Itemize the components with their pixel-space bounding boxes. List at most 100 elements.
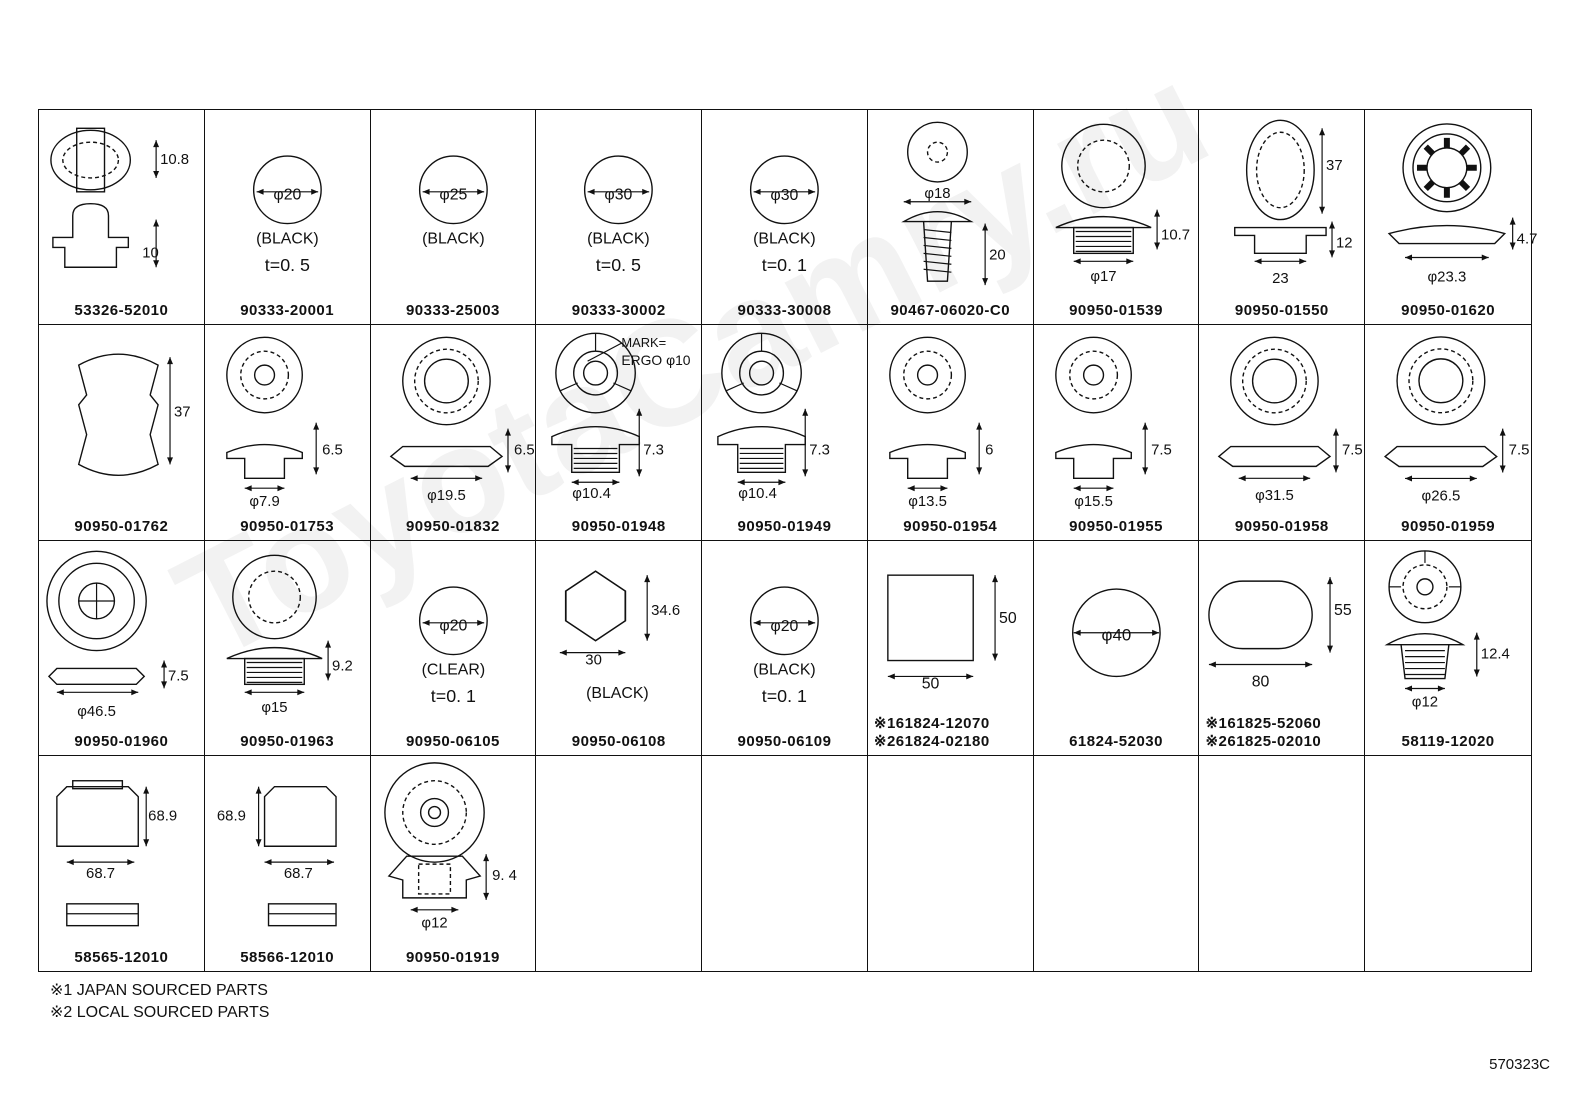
width-dim: 23 [1273, 271, 1290, 287]
plug-top [1060, 123, 1146, 209]
part-number-line: 58566-12010 [240, 949, 335, 966]
disc-drawing: φ20(CLEAR)t=0. 1 [418, 585, 488, 706]
disc-outline [750, 155, 819, 225]
color-note: (CLEAR) [421, 661, 485, 678]
width-dim: 68.7 [86, 866, 115, 882]
part-number: 90333-20001 [205, 302, 370, 320]
part-number-line: ※161825-52060 [1205, 714, 1322, 732]
part-number: 90950-01954 [868, 518, 1033, 536]
part-number-line: ※261825-02010 [1205, 732, 1322, 750]
footnote-1: ※1 JAPAN SOURCED PARTS [50, 982, 268, 999]
height-dim: 12 [1336, 235, 1353, 251]
part-number: 90950-06108 [536, 733, 701, 751]
mark-label-2: ERGO φ10 [622, 352, 691, 368]
part-number: 90950-06109 [702, 733, 867, 751]
footnote-2: ※2 LOCAL SOURCED PARTS [50, 1004, 270, 1021]
disc-large-drawing: φ40 [1071, 587, 1161, 677]
part-number: 61824-52030 [1034, 733, 1199, 751]
diameter-dim: φ31.5 [1256, 488, 1295, 504]
part-number-line: 90950-01550 [1234, 302, 1329, 320]
diameter-dim: φ7.9 [249, 494, 279, 510]
part-number-line: 90333-20001 [240, 302, 335, 320]
height-dim: 7.5 [1509, 442, 1530, 459]
diameter-dim: φ12 [421, 915, 447, 931]
part-cell-90950-01753: 6.5 φ7.9 90950-01753 [204, 325, 371, 541]
part-number-line: ※161824-12070 [873, 714, 990, 732]
oval-clip-drawing: 10.810 [50, 127, 189, 268]
part-number: 90950-01963 [205, 733, 370, 751]
height-dim: 68.9 [217, 808, 246, 824]
color-note: (BLACK) [256, 230, 319, 247]
part-number: 90950-01753 [205, 518, 370, 536]
part-number-line: 90333-30002 [571, 302, 666, 320]
disc-drawing: φ30(BLACK)t=0. 1 [750, 155, 819, 275]
thickness-note: t=0. 5 [265, 255, 310, 275]
part-number-line: 90950-01959 [1401, 517, 1496, 535]
diameter-dim: φ17 [1090, 269, 1116, 285]
cap-top [1388, 549, 1462, 623]
height-dim: 34.6 [651, 602, 680, 618]
height-dim: 37 [174, 405, 191, 421]
color-note: (BLACK) [587, 230, 650, 247]
height-dim: 68.9 [148, 808, 177, 824]
disc-drawing: φ20(BLACK)t=0. 5 [252, 155, 322, 275]
disc-drawing: φ20(BLACK)t=0. 1 [750, 585, 819, 706]
part-number: 90950-01955 [1034, 518, 1199, 536]
length-dim: 37 [1326, 158, 1343, 174]
diameter-dim: φ10.4 [738, 486, 777, 502]
height-dim: 7.5 [1151, 443, 1172, 459]
figure-id: 570323C [1489, 1056, 1550, 1073]
color-note: (BLACK) [422, 230, 485, 247]
grommet-top [1230, 336, 1320, 426]
empty-cell [536, 755, 703, 971]
part-number-line: 90950-01958 [1234, 517, 1329, 535]
diameter-dim: φ46.5 [77, 704, 116, 720]
disc-outline [584, 155, 654, 225]
width-dim: 30 [586, 652, 603, 668]
grommet-top [889, 336, 966, 414]
height-dim: 9.2 [332, 658, 353, 674]
height-dim-2: 10 [142, 245, 159, 261]
disc-outline [252, 155, 322, 225]
part-cell-90950-06109: φ20(BLACK)t=0. 1 90950-06109 [702, 540, 868, 756]
snap-plate-drawing: 37 [77, 353, 191, 477]
part-number-line: 90333-25003 [405, 302, 500, 320]
part-number-line: 90950-01762 [74, 517, 169, 535]
cover-drawing: 68.9 68.7 [56, 779, 177, 927]
empty-cell [702, 755, 868, 971]
height-dim: 6 [985, 443, 993, 459]
part-number-line: 90950-01963 [240, 732, 335, 750]
part-number-line: 58565-12010 [74, 949, 169, 966]
height-dim: 6.5 [322, 443, 343, 459]
diameter-dim: φ25 [439, 187, 467, 204]
part-number: 90950-01762 [39, 518, 204, 536]
color-note: (BLACK) [586, 685, 649, 702]
width-dim: 50 [922, 675, 940, 692]
part-number-line: 90950-01955 [1069, 517, 1163, 535]
part-cell-90950-01762: 37 90950-01762 [39, 325, 205, 541]
